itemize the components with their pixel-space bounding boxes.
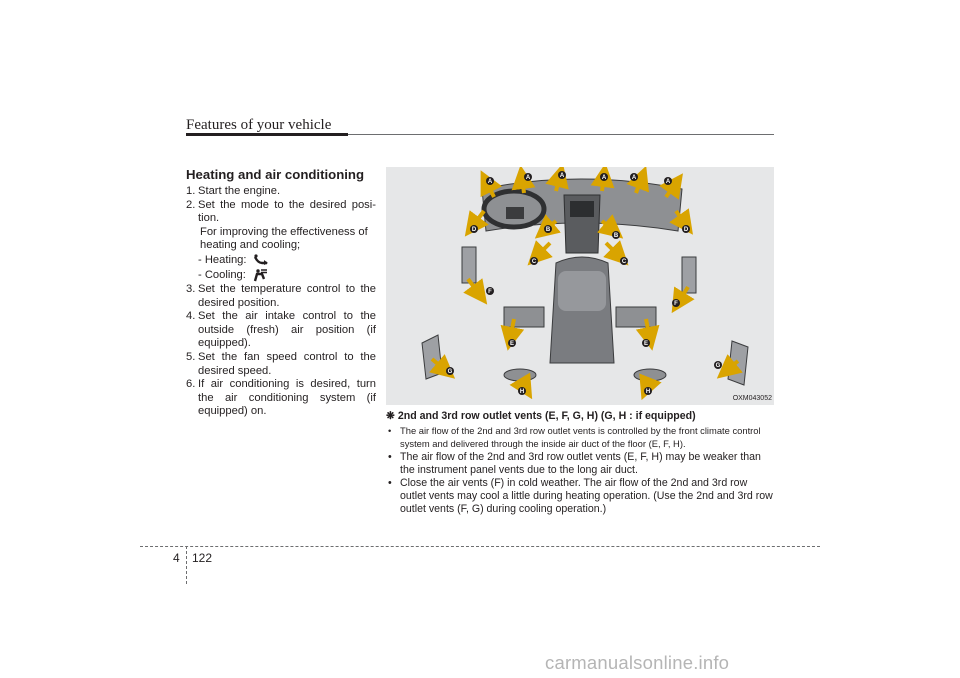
step-3: 3. Set the temperature control to the de…	[186, 283, 376, 310]
vent-label: F	[674, 301, 678, 307]
step-number: 5.	[186, 350, 196, 363]
header-title: Features of your vehicle	[186, 117, 332, 133]
vent-label: A	[666, 179, 671, 185]
vent-label: G	[716, 363, 721, 369]
step-number: 2.	[186, 198, 196, 211]
vents-heading: ❋ 2nd and 3rd row outlet vents (E, F, G,…	[386, 410, 696, 422]
vent-label: H	[646, 389, 650, 395]
vent-f-right	[681, 256, 697, 294]
step-number: 3.	[186, 282, 196, 295]
step-number: 6.	[186, 378, 196, 391]
vent-label: D	[684, 227, 689, 233]
heating-mode-line: - Heating:	[186, 253, 376, 268]
bullet-dot: •	[388, 451, 392, 464]
list-item: • The air flow of the 2nd and 3rd row ou…	[386, 425, 774, 450]
vent-label: A	[488, 179, 493, 185]
vent-g-left	[421, 334, 443, 380]
list-item: • The air flow of the 2nd and 3rd row ou…	[386, 451, 774, 476]
vent-label: E	[510, 341, 514, 347]
step-text: Set the air intake control to the outsid…	[198, 310, 376, 350]
section-heading: Heating and air conditioning	[186, 167, 365, 182]
step-text: If air conditioning is desired, turn the…	[198, 378, 376, 418]
vent-label: B	[546, 227, 551, 233]
vent-label: G	[448, 369, 453, 375]
vents-heading-text: 2nd and 3rd row outlet vents (E, F, G, H…	[397, 410, 696, 422]
screen	[570, 201, 594, 217]
vent-label: D	[472, 227, 477, 233]
step-5: 5. Set the fan speed control to the desi…	[186, 351, 376, 378]
bullet-dot: •	[388, 477, 392, 490]
step-4: 4. Set the air intake control to the out…	[186, 310, 376, 351]
console-lid	[558, 271, 606, 311]
list-item: • Close the air vents (F) in cold weathe…	[386, 477, 774, 515]
vent-label: F	[488, 289, 492, 295]
vent-label: A	[526, 175, 531, 181]
page-number: 122	[192, 551, 213, 565]
improving-note: For improving the effectiveness of heati…	[200, 225, 368, 252]
header-rule-thin	[348, 134, 774, 135]
step-6: 6. If air conditioning is desired, turn …	[186, 378, 376, 419]
vents-bullet-list: • The air flow of the 2nd and 3rd row ou…	[386, 425, 774, 516]
vent-e-left	[503, 306, 545, 328]
step-text: Set the fan speed control to the desired…	[198, 350, 376, 377]
bullet-text: Close the air vents (F) in cold weather.…	[400, 477, 773, 515]
vent-label: C	[532, 259, 537, 265]
footer-rule	[140, 546, 820, 547]
face-vent-mode-icon	[253, 269, 267, 282]
bullet-dot: •	[388, 425, 392, 436]
vent-f-left	[461, 246, 477, 284]
vent-label: H	[520, 389, 524, 395]
vent-label: A	[560, 173, 565, 179]
bullet-text: The air flow of the 2nd and 3rd row outl…	[400, 451, 761, 476]
cooling-mode-line: - Cooling:	[186, 268, 376, 283]
watermark: carmanualsonline.info	[545, 652, 730, 673]
vent-illustration: A A A A A A B B C C D D E E F F G G H H	[421, 167, 749, 401]
footer-divider	[186, 546, 187, 584]
vent-label: B	[614, 233, 619, 239]
vent-diagram: A A A A A A B B C C D D E E F F G G H H	[386, 167, 774, 405]
vent-label: C	[622, 259, 627, 265]
vent-e-right	[615, 306, 657, 328]
bullet-text: The air flow of the 2nd and 3rd row outl…	[400, 425, 761, 449]
step-2: 2. Set the mode to the desired posi-tion…	[186, 199, 376, 226]
step-text: Set the mode to the desired posi-tion.	[198, 198, 376, 225]
vent-label: A	[602, 175, 607, 181]
cooling-label: - Cooling:	[198, 268, 246, 281]
chapter-number: 4	[173, 551, 180, 565]
steering-hub	[506, 207, 524, 219]
step-1: 1. Start the engine.	[186, 185, 376, 199]
header-rule	[186, 133, 348, 136]
step-number: 4.	[186, 310, 196, 323]
vent-label: A	[632, 175, 637, 181]
figure-code: OXM043052	[732, 395, 772, 402]
step-list: 1. Start the engine. 2. Set the mode to …	[186, 185, 376, 419]
step-number: 1.	[186, 185, 196, 197]
step-text: Set the temperature control to the desir…	[198, 282, 376, 309]
note-symbol: ❋	[386, 410, 395, 422]
step-text: Start the engine.	[198, 185, 281, 197]
heating-label: - Heating:	[198, 253, 247, 266]
vent-label: E	[644, 341, 648, 347]
steering-wheel	[481, 188, 547, 230]
floor-heat-mode-icon	[253, 254, 268, 266]
